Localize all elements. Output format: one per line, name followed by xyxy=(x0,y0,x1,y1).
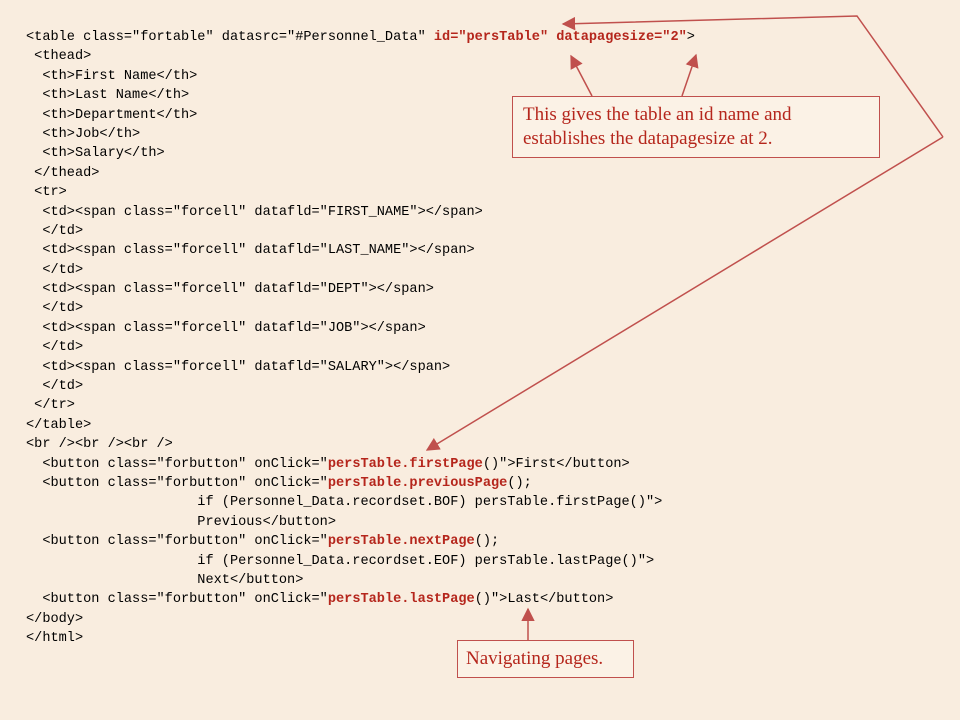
code-text: </td> xyxy=(26,340,84,356)
code-text: <th>Job</th> xyxy=(26,126,141,142)
code-text: <thead> xyxy=(26,49,92,65)
code-line: </thead> xyxy=(26,164,695,183)
code-line: <button class="forbutton" onClick="persT… xyxy=(26,455,695,474)
code-text: (); xyxy=(474,534,500,550)
code-text: </thead> xyxy=(26,165,100,181)
code-text: <button class="forbutton" onClick=" xyxy=(26,456,328,472)
code-text: if (Personnel_Data.recordset.EOF) persTa… xyxy=(26,553,655,569)
code-text: <button class="forbutton" onClick=" xyxy=(26,592,328,608)
code-line: </td> xyxy=(26,338,695,357)
code-text: <table class="fortable" datasrc="#Person… xyxy=(26,30,434,45)
code-text: <td><span class="forcell" datafld="DEPT"… xyxy=(26,282,434,298)
code-line: </td> xyxy=(26,222,695,241)
code-highlight: id="persTable" datapagesize="2" xyxy=(433,30,687,45)
code-line: <th>Job</th> xyxy=(26,125,695,144)
code-text: <td><span class="forcell" datafld="FIRST… xyxy=(26,204,483,220)
code-text: <th>First Name</th> xyxy=(26,68,198,84)
arrow-to-id xyxy=(570,54,593,97)
code-line: <br /><br /><br /> xyxy=(26,435,695,454)
code-text: <td><span class="forcell" datafld="LAST_… xyxy=(26,243,475,259)
code-line: </td> xyxy=(26,377,695,396)
callout-table-id-text: This gives the table an id name and esta… xyxy=(523,104,792,149)
code-text: <td><span class="forcell" datafld="JOB">… xyxy=(26,320,426,336)
code-text: </td> xyxy=(26,262,84,278)
code-line: <button class="forbutton" onClick="persT… xyxy=(26,590,695,609)
code-highlight: persTable.lastPage xyxy=(327,592,475,608)
code-line: if (Personnel_Data.recordset.BOF) persTa… xyxy=(26,493,695,512)
code-text: <br /><br /><br /> xyxy=(26,437,173,453)
code-line: <tr> xyxy=(26,183,695,202)
code-line: </body> xyxy=(26,610,695,629)
code-text: ()">Last</button> xyxy=(474,592,614,608)
code-line: if (Personnel_Data.recordset.EOF) persTa… xyxy=(26,552,695,571)
code-line: <button class="forbutton" onClick="persT… xyxy=(26,474,695,493)
code-highlight: persTable.nextPage xyxy=(327,534,475,550)
code-text: <button class="forbutton" onClick=" xyxy=(26,534,328,550)
code-line: </table> xyxy=(26,416,695,435)
code-text: <button class="forbutton" onClick=" xyxy=(26,475,328,491)
code-text: </body> xyxy=(26,611,84,627)
arrow-to-id-top xyxy=(561,15,944,138)
code-line: </td> xyxy=(26,299,695,318)
code-line: <td><span class="forcell" datafld="FIRST… xyxy=(26,203,695,222)
code-text: Previous</button> xyxy=(26,514,336,530)
code-line: <td><span class="forcell" datafld="SALAR… xyxy=(26,358,695,377)
code-text: if (Personnel_Data.recordset.BOF) persTa… xyxy=(26,495,663,511)
code-listing: <table class="fortable" datasrc="#Person… xyxy=(26,28,695,649)
callout-navigation-text: Navigating pages. xyxy=(466,648,604,669)
code-text: </td> xyxy=(26,301,84,317)
code-line: <th>Department</th> xyxy=(26,106,695,125)
arrow-to-firstpage xyxy=(425,136,944,451)
code-text: <td><span class="forcell" datafld="SALAR… xyxy=(26,359,451,375)
code-text: > xyxy=(686,30,695,45)
code-line: Previous</button> xyxy=(26,513,695,532)
code-text: <th>Department</th> xyxy=(26,107,198,123)
code-text: ()">First</button> xyxy=(482,456,630,472)
code-text: </html> xyxy=(26,631,84,647)
code-line: <th>First Name</th> xyxy=(26,67,695,86)
callout-table-id: This gives the table an id name and esta… xyxy=(512,96,880,158)
code-text: <th>Last Name</th> xyxy=(26,88,190,104)
code-line: Next</button> xyxy=(26,571,695,590)
code-line: <td><span class="forcell" datafld="LAST_… xyxy=(26,241,695,260)
code-text: (); xyxy=(507,475,532,491)
code-line: <thead> xyxy=(26,47,695,66)
arrow-to-datapagesize xyxy=(681,53,699,97)
code-text: </td> xyxy=(26,223,84,239)
code-text: Next</button> xyxy=(26,572,304,588)
code-line: <table class="fortable" datasrc="#Person… xyxy=(26,28,695,47)
code-text: </tr> xyxy=(26,398,75,414)
code-text: </td> xyxy=(26,379,84,395)
code-line: </html> xyxy=(26,629,695,648)
code-highlight: persTable.previousPage xyxy=(327,475,508,491)
callout-navigation: Navigating pages. xyxy=(457,640,634,678)
code-highlight: persTable.firstPage xyxy=(327,456,483,472)
code-line: <button class="forbutton" onClick="persT… xyxy=(26,532,695,551)
code-line: <td><span class="forcell" datafld="JOB">… xyxy=(26,319,695,338)
code-line: <td><span class="forcell" datafld="DEPT"… xyxy=(26,280,695,299)
code-line: <th>Salary</th> xyxy=(26,144,695,163)
code-line: <th>Last Name</th> xyxy=(26,86,695,105)
code-line: </td> xyxy=(26,261,695,280)
code-text: </table> xyxy=(26,417,92,433)
code-text: <th>Salary</th> xyxy=(26,146,165,162)
code-line: </tr> xyxy=(26,396,695,415)
code-text: <tr> xyxy=(26,185,67,201)
